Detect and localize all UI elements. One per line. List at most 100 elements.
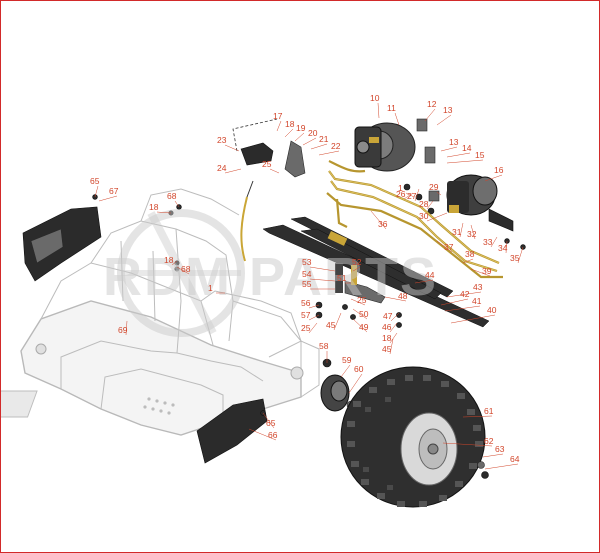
callout-leader: [352, 266, 361, 272]
callout-leader: [348, 373, 363, 394]
callout-label: 45: [326, 320, 336, 330]
callout-c51: 51: [337, 273, 351, 284]
callout-leader: [462, 258, 474, 264]
callout-c22: 22: [318, 141, 341, 156]
callout-label: 68: [181, 264, 191, 274]
callout-c10: 10: [370, 93, 380, 119]
callout-c59: 59: [340, 355, 352, 378]
callout-c68b: 68: [176, 264, 191, 275]
callout-leader: [318, 150, 340, 156]
callout-label: 21: [319, 134, 329, 144]
callout-label: 19: [296, 123, 306, 133]
callout-leader: [308, 304, 320, 309]
callout-leader: [262, 412, 275, 429]
callout-leader: [482, 453, 504, 458]
callout-c18b: 18: [149, 202, 172, 214]
callout-label: 68: [167, 191, 177, 201]
callout-leader: [442, 442, 493, 447]
callout-c48: 48: [384, 291, 408, 302]
callout-leader: [389, 322, 398, 333]
callout-leader: [98, 195, 118, 202]
callout-c24: 24: [217, 163, 242, 174]
callout-leader: [424, 108, 436, 122]
callout-c28: 28: [419, 199, 434, 210]
tire-and-wheel: [340, 366, 489, 508]
callout-label: 25: [301, 323, 311, 333]
callout-c25c: 25: [301, 322, 318, 334]
callout-c65: 65: [90, 176, 100, 198]
callout-label: 10: [370, 93, 380, 103]
callout-leader: [352, 308, 368, 320]
callout-label: 60: [354, 364, 364, 374]
callout-leader: [440, 298, 469, 306]
callout-label: 25: [262, 159, 272, 169]
callout-leader: [426, 212, 448, 222]
callout-label: 38: [465, 249, 475, 259]
callout-c16: 16: [484, 165, 504, 182]
callout-leader: [309, 278, 336, 282]
callout-leader: [389, 338, 394, 355]
callout-label: 48: [398, 291, 408, 301]
callout-label: 65: [90, 176, 100, 186]
callout-c23: 23: [217, 135, 240, 152]
callout-c26: 26: [396, 189, 414, 200]
callout-c27: 27: [407, 188, 420, 202]
callout-c11: 11: [387, 103, 400, 126]
callout-leader: [436, 191, 442, 196]
callout-c18: 18: [284, 119, 295, 138]
callout-label: 66: [268, 430, 278, 440]
callout-label: 18: [149, 202, 159, 212]
callout-leader: [446, 152, 471, 158]
callout-leader: [308, 314, 320, 321]
callout-label: 22: [331, 141, 341, 151]
callout-c53: 53: [302, 257, 336, 272]
callout-leader: [517, 246, 524, 264]
callout-label: 49: [359, 322, 369, 332]
callout-label: 31: [452, 227, 462, 237]
callout-label: 64: [510, 454, 520, 464]
callout-label: 11: [387, 103, 396, 113]
callout-label: 30: [419, 211, 429, 221]
callout-leader: [446, 291, 482, 298]
callout-leader: [94, 185, 99, 198]
callout-c45b: 45: [382, 338, 394, 355]
callout-label: 23: [217, 135, 227, 145]
callout-label: 50: [359, 309, 369, 319]
callout-c19: 19: [294, 123, 306, 142]
left-guard-panel: [30, 228, 64, 264]
callout-leader: [352, 318, 368, 333]
callout-c18c: 18: [164, 255, 178, 266]
center-small-parts: [315, 263, 402, 328]
callout-label: 58: [319, 341, 329, 351]
callout-c46: 46: [382, 322, 398, 333]
callout-c39: 39: [470, 266, 492, 277]
callout-c34: 34: [498, 240, 508, 254]
callout-label: 24: [217, 163, 227, 173]
chassis-frame: [1, 188, 320, 436]
callout-label: 28: [419, 199, 429, 209]
callout-label: 13: [449, 137, 459, 147]
callout-leader: [484, 174, 503, 182]
callout-label: 16: [494, 165, 504, 175]
callout-c54: 54: [302, 269, 336, 282]
callout-label: 41: [472, 296, 482, 306]
callout-c13b: 13: [440, 137, 459, 152]
callout-c50: 50: [352, 308, 369, 320]
callout-leader: [462, 415, 493, 418]
callout-label: 13: [443, 105, 453, 115]
callout-label: 18: [382, 333, 392, 343]
callout-c61: 61: [462, 406, 494, 418]
callout-c66: 66: [248, 428, 278, 441]
callout-c37: 37: [436, 240, 454, 253]
callout-label: 40: [487, 305, 497, 315]
callout-c42: 42: [440, 289, 470, 306]
callout-c36: 36: [370, 210, 388, 230]
callout-c14: 14: [446, 143, 472, 158]
callout-c12: 12: [424, 99, 437, 122]
callout-label: 27: [407, 191, 417, 201]
watermark-text: RDM PARTS: [103, 247, 438, 307]
callout-label: 69: [118, 325, 128, 335]
callout-label: 43: [473, 282, 483, 292]
